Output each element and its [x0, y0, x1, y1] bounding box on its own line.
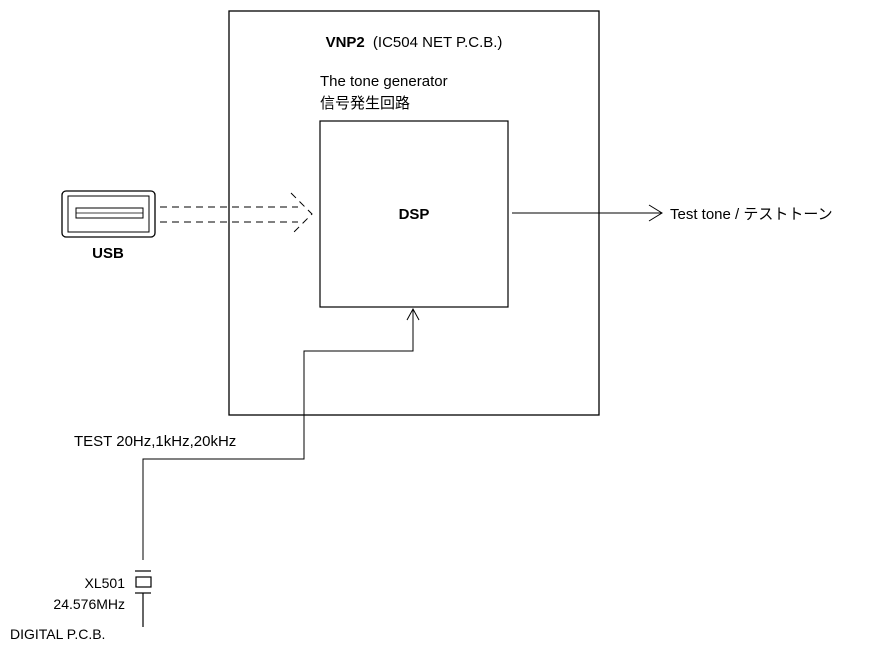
- usb-connector-icon: [61, 190, 156, 238]
- test-tone-label: Test tone / テストトーン: [670, 206, 833, 223]
- vnp2-name: VNP2: [326, 34, 365, 51]
- vnp2-board-name: (IC504 NET P.C.B.): [373, 34, 503, 51]
- crystal-ref: XL501: [85, 575, 126, 591]
- test-frequencies-label: TEST 20Hz,1kHz,20kHz: [74, 433, 236, 450]
- crystal-frequency: 24.576MHz: [53, 596, 125, 612]
- tone-generator-label-ja: 信号発生回路: [320, 95, 410, 112]
- dsp-block: [319, 120, 509, 308]
- crystal-icon: [135, 570, 152, 627]
- test-clock-line: [142, 307, 420, 560]
- vnp2-title: VNP2 (IC504 NET P.C.B.): [326, 34, 503, 51]
- usb-to-dsp-arrow: [160, 192, 313, 236]
- digital-pcb-label: DIGITAL P.C.B.: [10, 626, 105, 642]
- tone-generator-label-en: The tone generator: [320, 73, 448, 90]
- dsp-label: DSP: [399, 206, 430, 223]
- usb-label: USB: [92, 245, 124, 262]
- test-tone-output-arrow: [512, 204, 663, 222]
